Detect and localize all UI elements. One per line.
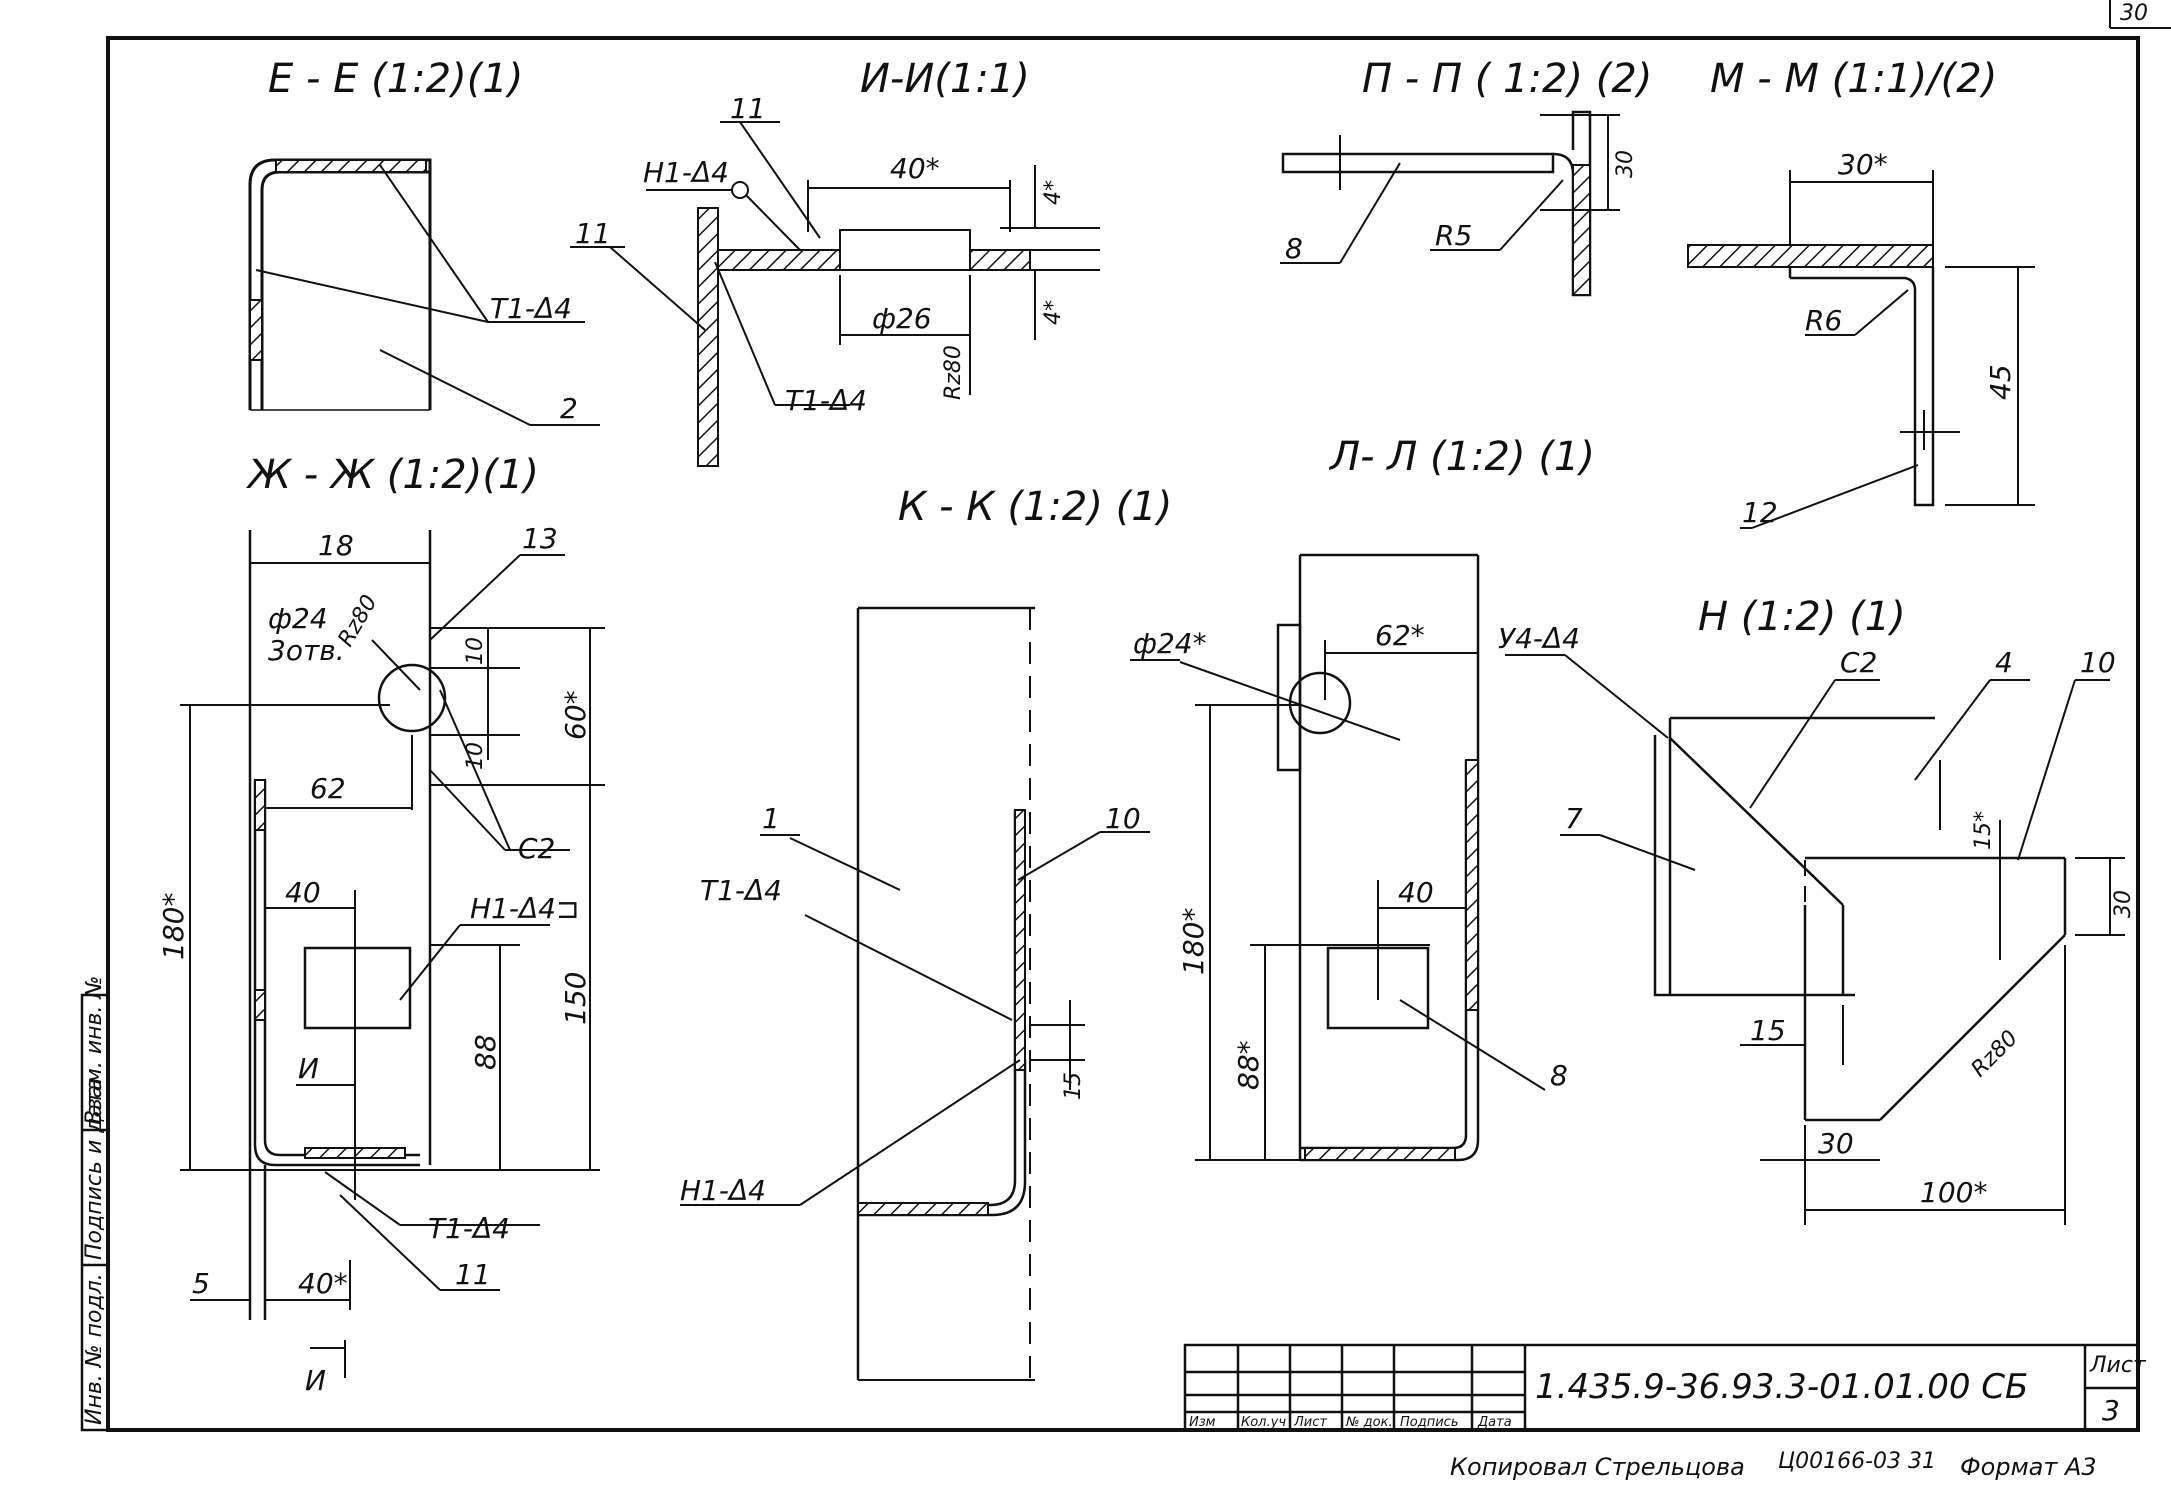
view-ii-part-b: 11	[575, 217, 611, 250]
view-ll-hole: ф24*	[1133, 627, 1207, 660]
view-pp-dim: 30	[1613, 150, 1638, 178]
tb-sheet-label: Лист	[2089, 1353, 2147, 1378]
footer-copied: Копировал Стрельцова	[1450, 1453, 1745, 1481]
view-zhzh-holes-note: 3отв.	[268, 634, 345, 667]
view-ii-dim-t1: 4*	[1041, 180, 1066, 205]
view-n-dim-30b: 30	[1818, 1127, 1854, 1160]
view-n-dim-30: 30	[2111, 890, 2136, 918]
sheet-number: 30	[2120, 1, 2148, 26]
tb-sheet-value: 3	[2102, 1394, 2120, 1427]
view-zhzh-weld-t1: Т1-Δ4	[428, 1212, 510, 1245]
view-zhzh-cut-label: И	[298, 1052, 319, 1085]
view-zhzh-dim-180: 180*	[157, 893, 190, 960]
view-pp: П - П ( 1:2) (2) 8 R5 30	[1280, 56, 1652, 297]
side-stamp-cell-1: Инв. № подл.	[82, 1273, 107, 1425]
tb-header-5: Подпись	[1400, 1415, 1458, 1430]
view-kk-part-10: 10	[1105, 802, 1141, 835]
view-pp-radius: R5	[1435, 219, 1472, 252]
sheet-frame	[106, 0, 2171, 1432]
view-n-rough: Rz80	[1967, 1026, 2023, 1082]
view-zhzh-dim-150: 150	[559, 972, 592, 1025]
view-zhzh-part-13: 13	[522, 522, 558, 555]
view-ii-weld-bottom: Т1-Δ4	[785, 384, 867, 417]
view-ll-part-8: 8	[1550, 1059, 1568, 1092]
view-n-part-4: 4	[1995, 646, 2013, 679]
view-n-weld-u4: У4-Δ4	[1498, 622, 1580, 655]
view-zhzh-dim-40: 40	[285, 876, 321, 909]
view-kk: К - К (1:2) (1) 1 10 Т1-Δ4 Н1-Δ4 15	[680, 484, 1172, 1381]
view-zhzh-dim-60: 60*	[559, 690, 592, 740]
view-ll-dim-88: 88*	[1232, 1040, 1265, 1090]
view-mm-dim-h: 45	[1984, 364, 2017, 400]
view-zhzh-dim-10a: 10	[463, 637, 488, 665]
view-zhzh-dim-10b: 10	[463, 742, 488, 770]
view-zhzh-weld-c2: С2	[518, 832, 555, 865]
view-kk-part-1: 1	[762, 802, 780, 835]
view-n-dim-15s: 15*	[1971, 811, 1996, 850]
view-ii-weld-top: Н1-Δ4	[643, 156, 729, 189]
title-block	[1183, 1343, 2140, 1432]
view-pp-part: 8	[1285, 232, 1303, 265]
view-kk-weld-h1: Н1-Δ4	[680, 1174, 766, 1207]
view-ll-dim-62: 62*	[1375, 619, 1425, 652]
view-pp-title: П - П ( 1:2) (2)	[1362, 56, 1652, 102]
footer-format: Формат А3	[1960, 1453, 2097, 1481]
view-ee-title: Е - Е (1:2)(1)	[268, 56, 523, 102]
view-ll-dim-180: 180*	[1177, 908, 1210, 975]
view-zhzh-dim-62: 62	[310, 772, 346, 805]
view-ll-dim-40: 40	[1398, 876, 1434, 909]
tb-header-2: Кол.уч	[1241, 1415, 1286, 1430]
view-ii-dim-t2: 4*	[1041, 300, 1066, 325]
view-kk-weld-t1: Т1-Δ4	[700, 874, 782, 907]
view-n-part-7: 7	[1565, 802, 1583, 835]
view-zhzh-hole: ф24	[268, 602, 328, 635]
view-ii-title: И-И(1:1)	[860, 56, 1030, 102]
view-kk-title: К - К (1:2) (1)	[898, 484, 1172, 530]
view-n: Н (1:2) (1)	[1498, 594, 2136, 1225]
footer-code: Ц00166-03 31	[1778, 1449, 1936, 1474]
tb-header-6: Дата	[1477, 1415, 1512, 1430]
view-n-weld-c2: С2	[1840, 646, 1877, 679]
view-ii-rough: Rz80	[941, 345, 966, 400]
view-mm: М - М (1:1)/(2) 30* R6 45 12	[1687, 56, 2035, 529]
view-n-dim-15: 15	[1750, 1014, 1786, 1047]
view-zhzh-dim-5: 5	[192, 1267, 210, 1300]
tb-header-4: № док.	[1345, 1415, 1393, 1430]
side-stamp-cell-2: Подпись и дата	[82, 1078, 107, 1260]
view-ee: Е - Е (1:2)(1) Т1-Δ4 2	[248, 56, 600, 426]
tb-designation: 1.435.9-36.93.3-01.01.00 СБ	[1535, 1367, 2028, 1407]
view-zhzh-cut-label2: И	[305, 1364, 326, 1397]
view-zhzh-dim-88: 88	[469, 1034, 502, 1070]
view-zhzh-weld-h1: Н1-Δ4⊐	[470, 892, 579, 925]
view-n-part-10: 10	[2080, 646, 2116, 679]
tb-header-3: Лист	[1293, 1415, 1327, 1430]
view-ll: Л- Л (1:2) (1) ф24* 62* 4	[1130, 434, 1595, 1162]
view-zhzh-dim-w: 18	[318, 529, 354, 562]
tb-header-1: Изм	[1189, 1415, 1216, 1430]
view-zhzh-title: Ж - Ж (1:2)(1)	[245, 452, 539, 498]
view-mm-title: М - М (1:1)/(2)	[1710, 56, 1997, 102]
view-zhzh-dim-40b: 40*	[298, 1267, 348, 1300]
side-stamp-cell-3: Взам. инв. №	[82, 976, 107, 1125]
view-mm-part: 12	[1742, 496, 1778, 529]
view-zhzh: Ж - Ж (1:2)(1)	[157, 452, 605, 1397]
view-mm-radius: R6	[1805, 304, 1842, 337]
view-ii-dim-len: 40*	[890, 152, 940, 185]
view-kk-dim-15: 15	[1061, 1072, 1086, 1100]
view-zhzh-part-11: 11	[455, 1258, 491, 1291]
view-ee-weld: Т1-Δ4	[490, 292, 572, 325]
view-ii-dim-hole: ф26	[872, 302, 932, 335]
view-n-dim-100: 100*	[1920, 1176, 1987, 1209]
side-stamp	[80, 993, 110, 1432]
view-ii-part-a: 11	[730, 92, 766, 125]
view-ll-title: Л- Л (1:2) (1)	[1328, 434, 1595, 480]
view-n-title: Н (1:2) (1)	[1698, 594, 1906, 640]
view-mm-dim-len: 30*	[1838, 148, 1888, 181]
view-ee-part: 2	[560, 392, 578, 425]
view-ii: И-И(1:1) Н1-Δ4 11 11	[570, 56, 1100, 467]
